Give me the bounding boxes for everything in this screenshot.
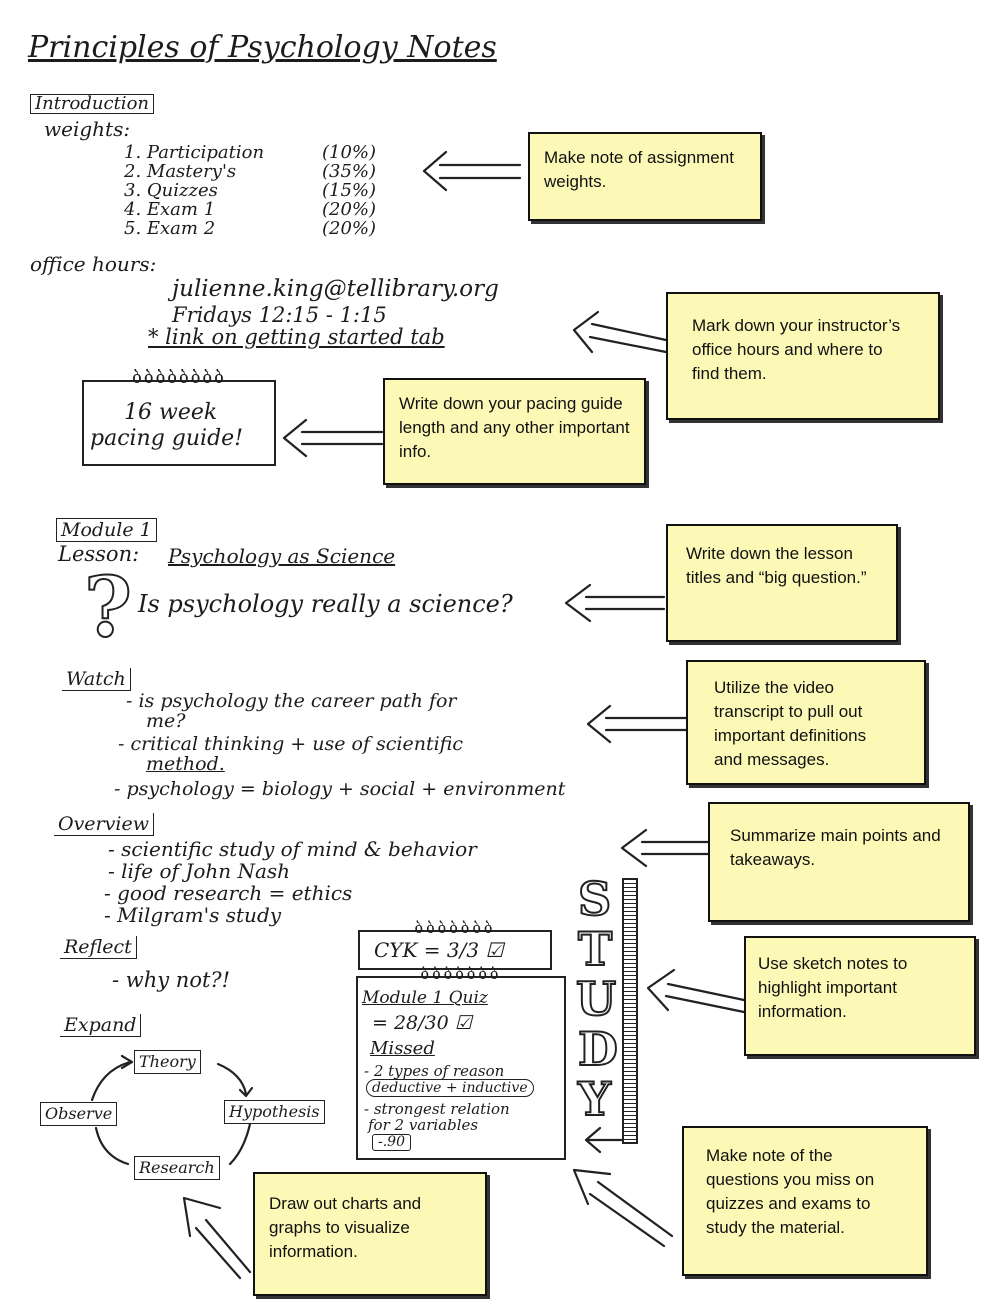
spiral-rings: ბბბბბბბბ	[132, 368, 226, 388]
spiral-rings: ბბბბბბბ	[414, 919, 496, 937]
cyk-pad: ბბბბბბბ CYK = 3/3 ☑	[358, 919, 552, 970]
callout-weights: Make note of assignment weights.	[528, 132, 762, 221]
pacing-line-1: 16 week	[124, 400, 218, 425]
cycle-arrow	[94, 1126, 130, 1166]
page-title: Principles of Psychology Notes	[28, 30, 497, 65]
quiz-missed-item: - 2 types of reason	[364, 1062, 505, 1080]
overview-header: Overview	[54, 813, 154, 836]
study-letter: Y	[577, 1071, 612, 1127]
cyk-score: CYK = 3/3 ☑	[374, 938, 504, 962]
study-letter: D	[577, 1021, 619, 1077]
spiral-rings: ბბბბბბბ	[420, 965, 502, 983]
weight-name: 3. Quizzes	[124, 180, 218, 201]
quiz-missed-label: Missed	[370, 1038, 435, 1059]
cycle-observe: Observe	[40, 1102, 118, 1126]
arrow-icon	[584, 1126, 624, 1154]
cycle-theory: Theory	[134, 1050, 201, 1074]
weights-label: weights:	[44, 117, 131, 141]
study-letter: S	[577, 871, 612, 927]
callout-lesson: Write down the lesson titles and “big qu…	[666, 524, 898, 642]
arrow-icon	[422, 150, 522, 192]
quiz-title: Module 1 Quiz	[362, 988, 488, 1008]
introduction-header: Introduction	[30, 94, 154, 114]
weight-item: 3. Quizzes (15%)	[124, 180, 376, 201]
quiz-pad: ბბბბბბბ Module 1 Quiz = 28/30 ☑ Missed -…	[356, 965, 566, 1160]
overview-item: - good research = ethics	[104, 881, 353, 905]
expand-header: Expand	[60, 1014, 142, 1037]
quiz-missed-item: -.90	[372, 1134, 411, 1151]
arrow-icon	[182, 1196, 252, 1280]
arrow-icon	[646, 968, 746, 1014]
cycle-hypothesis: Hypothesis	[224, 1100, 325, 1124]
weight-name: 4. Exam 1	[124, 199, 216, 220]
office-hours-label: office hours:	[30, 252, 157, 276]
arrow-icon	[564, 583, 666, 623]
reflect-header: Reflect	[60, 936, 137, 959]
arrow-icon	[586, 704, 688, 744]
question-mark-icon: ?	[83, 559, 133, 657]
big-question: Is psychology really a science?	[138, 590, 513, 618]
weight-name: 1. Participation	[124, 142, 265, 163]
arrow-icon	[620, 828, 710, 868]
watch-header: Watch	[62, 668, 131, 691]
cycle-arrow	[228, 1122, 252, 1166]
weight-item: 4. Exam 1 (20%)	[124, 199, 376, 220]
watch-item: - critical thinking + use of scientific	[118, 733, 463, 755]
quiz-score: = 28/30 ☑	[372, 1012, 472, 1034]
callout-office-hours: Mark down your instructor’s office hours…	[666, 292, 940, 420]
office-hours-time: Fridays 12:15 - 1:15	[172, 303, 387, 327]
weight-item: 1. Participation (10%)	[124, 142, 376, 163]
overview-item: - life of John Nash	[108, 859, 291, 883]
weight-name: 2. Mastery's	[124, 161, 237, 182]
quiz-missed-item: deductive + inductive	[366, 1079, 534, 1097]
pacing-line-2: pacing guide!	[90, 426, 244, 451]
lesson-label: Lesson:	[58, 542, 140, 566]
cycle-research: Research	[134, 1156, 220, 1180]
callout-video: Utilize the video transcript to pull out…	[686, 660, 926, 785]
weight-name: 5. Exam 2	[124, 218, 216, 239]
quiz-missed-item: for 2 variables	[368, 1116, 479, 1134]
watch-item: method.	[146, 753, 225, 775]
weights-list: 1. Participation(10%) 2. Mastery's(35%) …	[124, 142, 376, 239]
instructor-email: julienne.king@tellibrary.org	[172, 276, 499, 302]
study-bar	[622, 878, 638, 1144]
weight-item: 5. Exam 2 (20%)	[124, 218, 376, 239]
cycle-arrow	[90, 1060, 132, 1102]
callout-sketch: Use sketch notes to highlight important …	[744, 936, 976, 1056]
reflect-item: - why not?!	[112, 968, 231, 992]
watch-item: me?	[146, 710, 186, 732]
watch-item: - psychology = biology + social + enviro…	[114, 778, 566, 800]
weight-pct: (15%)	[322, 180, 377, 201]
arrow-icon	[572, 1168, 674, 1248]
arrow-icon	[572, 310, 668, 354]
weight-pct: (20%)	[322, 199, 377, 220]
cycle-arrow	[216, 1062, 248, 1096]
weight-pct: (10%)	[322, 142, 377, 163]
module-header: Module 1	[56, 518, 157, 542]
study-letter: T	[577, 921, 613, 977]
callout-pacing: Write down your pacing guide length and …	[383, 378, 646, 485]
quiz-missed-item: - strongest relation	[364, 1100, 510, 1118]
weight-item: 2. Mastery's (35%)	[124, 161, 376, 182]
watch-item: - is psychology the career path for	[126, 690, 457, 712]
callout-quizzes: Make note of the questions you miss on q…	[682, 1126, 928, 1276]
lesson-title: Psychology as Science	[168, 544, 396, 568]
overview-item: - Milgram's study	[104, 903, 282, 927]
weight-pct: (20%)	[322, 218, 377, 239]
arrow-icon	[282, 418, 384, 458]
overview-item: - scientific study of mind & behavior	[108, 837, 477, 861]
weight-pct: (35%)	[322, 161, 377, 182]
office-hours-link-note: * link on getting started tab	[148, 325, 445, 349]
study-letter: U	[575, 971, 617, 1027]
pacing-guide-pad: ბბბბბბბბ 16 week pacing guide!	[82, 368, 276, 466]
callout-summarize: Summarize main points and takeaways.	[708, 802, 970, 922]
callout-charts: Draw out charts and graphs to visualize …	[253, 1172, 487, 1296]
